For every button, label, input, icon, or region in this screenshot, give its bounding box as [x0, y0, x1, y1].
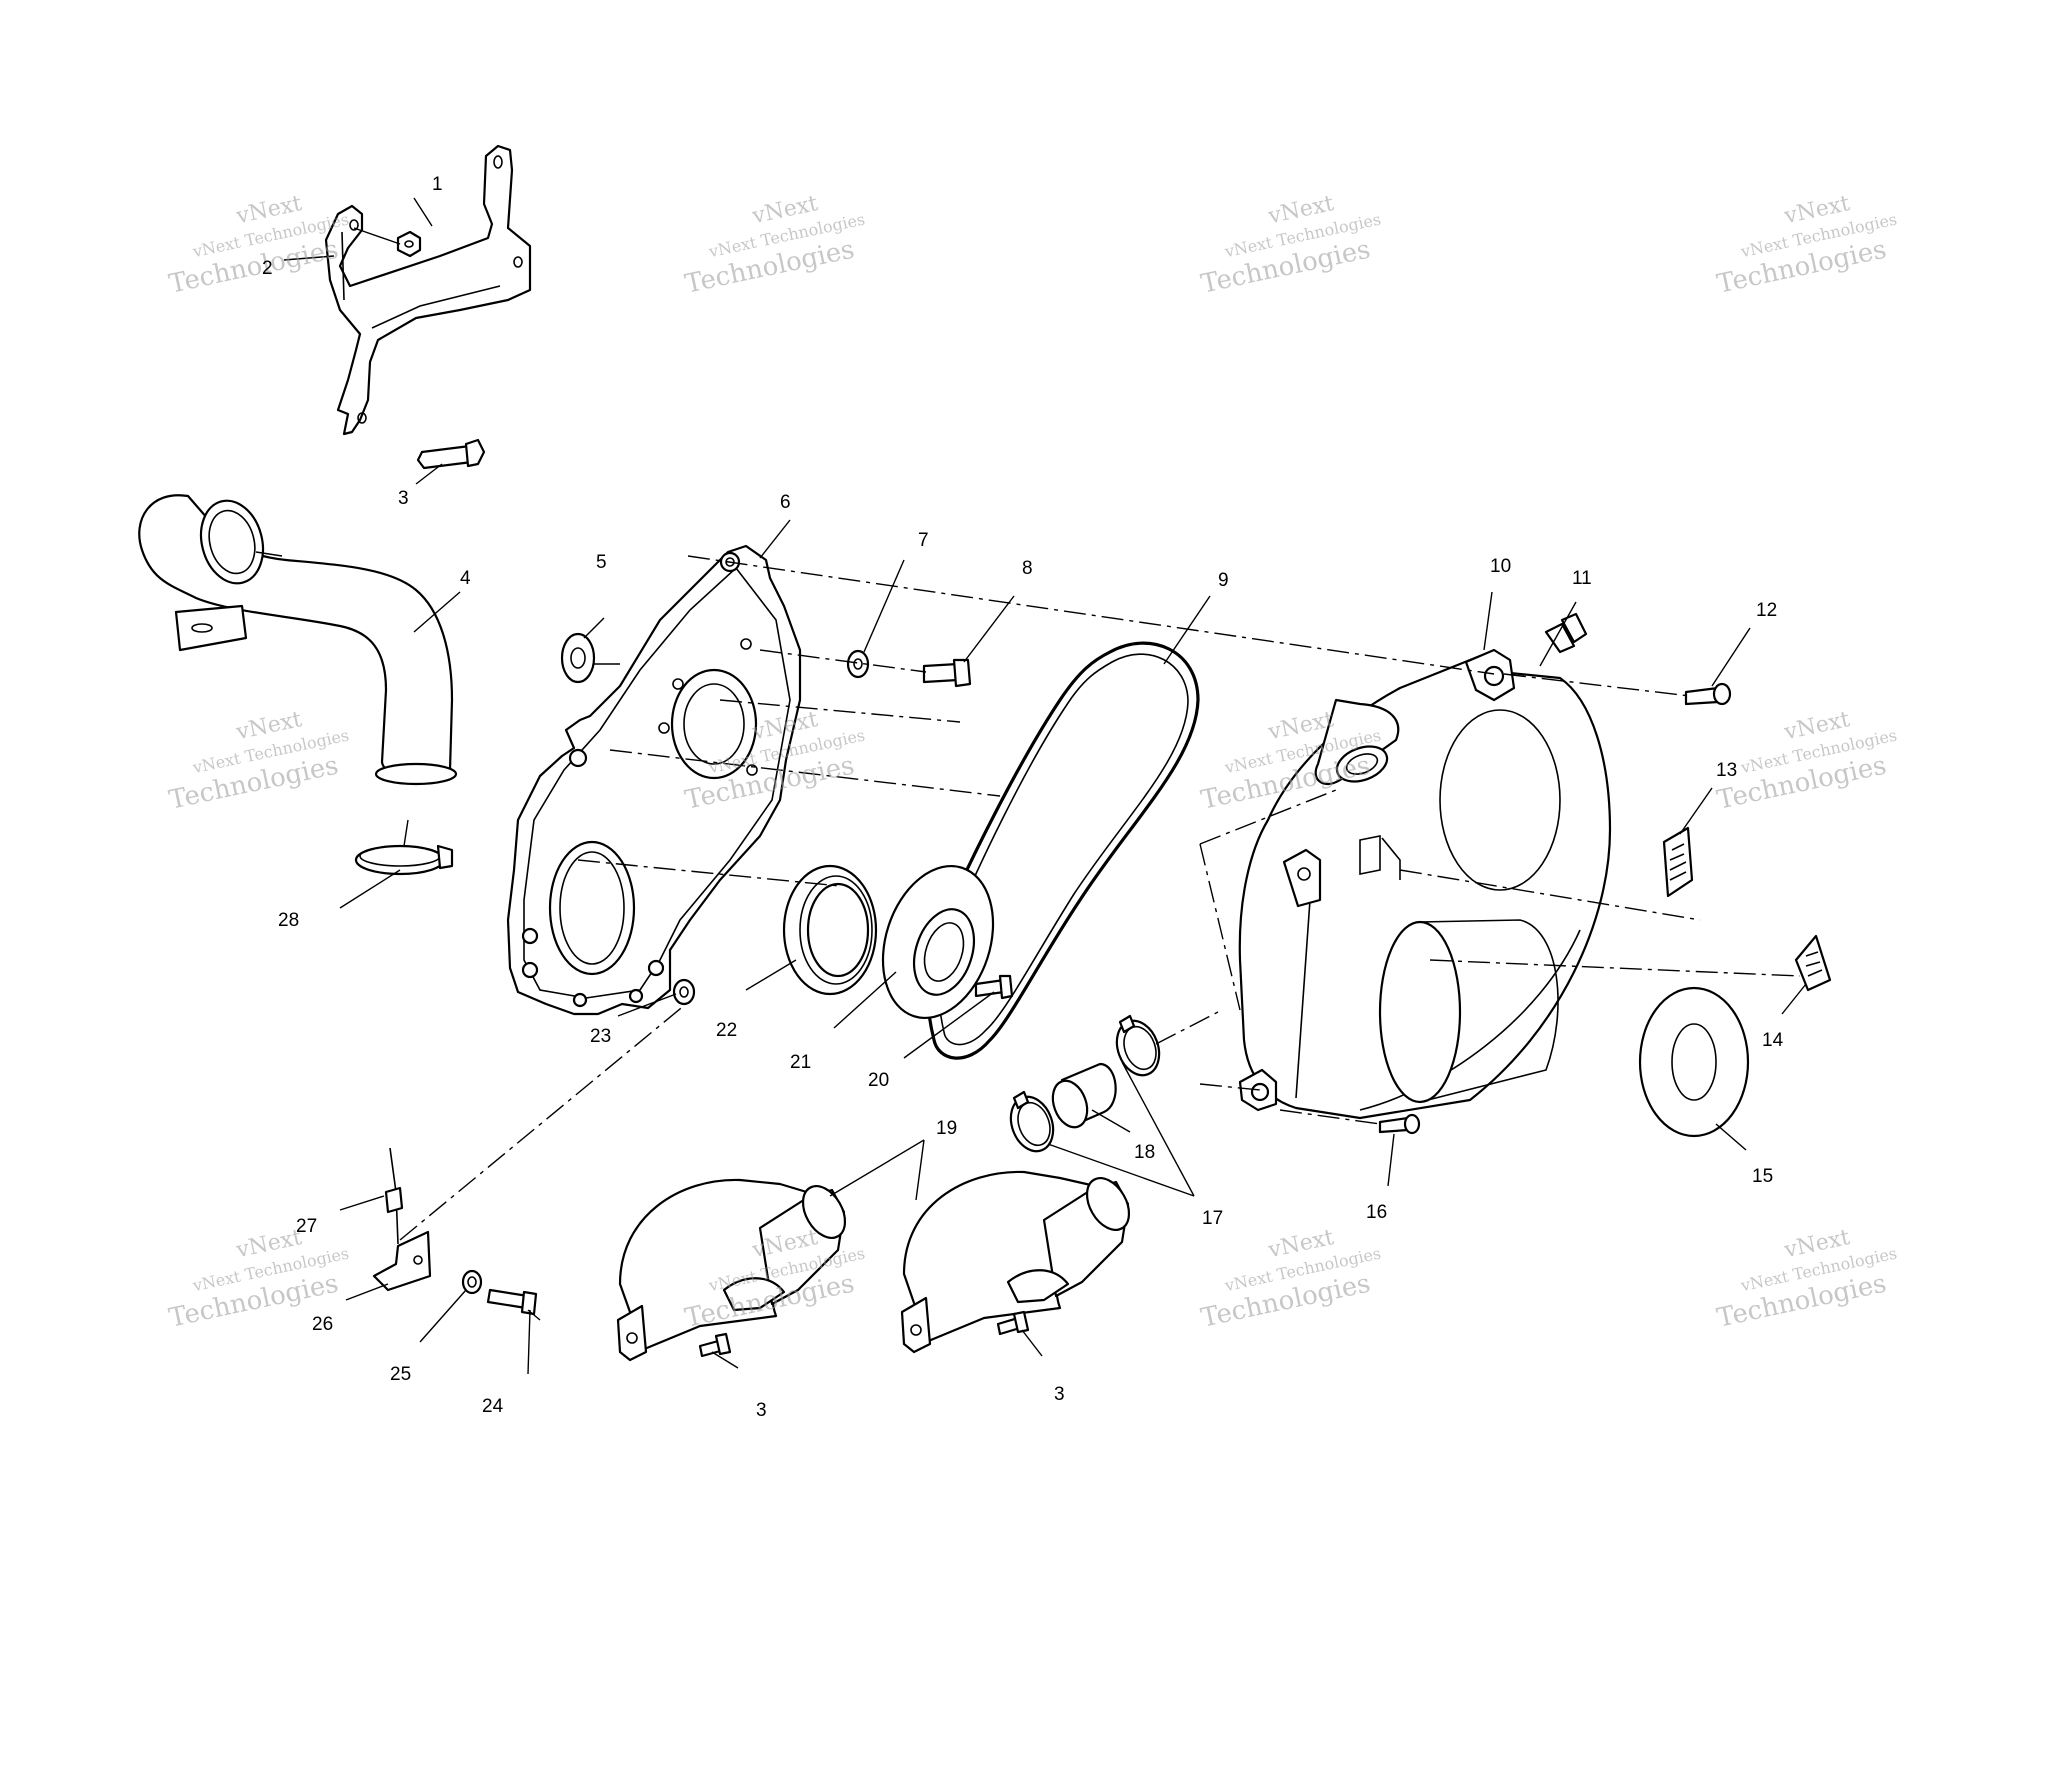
ring-seal-15: [1638, 986, 1750, 1138]
callout-22: 22: [716, 1020, 737, 1041]
callout-7: 7: [918, 530, 929, 551]
air-duct-right: [900, 1170, 1131, 1354]
decal-11: [1544, 612, 1588, 654]
bolt-bracket: [416, 438, 486, 470]
drive-belt: [925, 641, 1200, 1060]
washer-5: [560, 632, 596, 684]
callout-9: 9: [1218, 570, 1229, 591]
callout-27: 27: [296, 1216, 317, 1237]
mounting-bracket: [324, 144, 532, 436]
callout-6: 6: [780, 492, 791, 513]
callout-3: 3: [1054, 1384, 1065, 1405]
callout-1: 1: [432, 174, 443, 195]
callout-19: 19: [936, 1118, 957, 1139]
coupler-18: [1051, 1062, 1117, 1129]
callout-18: 18: [1134, 1142, 1155, 1163]
callout-13: 13: [1716, 760, 1737, 781]
seal-22: [782, 864, 878, 996]
seal-plate-21: [881, 864, 995, 1020]
callout-5: 5: [596, 552, 607, 573]
inner-cover: [506, 544, 802, 1016]
hose-clamp: [354, 844, 454, 876]
intake-duct: [138, 494, 458, 786]
bolt-8: [922, 658, 972, 688]
outer-cover: [1238, 648, 1612, 1120]
bracket-26: [372, 1230, 432, 1292]
callout-3: 3: [756, 1400, 767, 1421]
decal-13: [1662, 826, 1694, 898]
callout-26: 26: [312, 1314, 333, 1335]
air-duct-left: [616, 1178, 847, 1362]
nut: [396, 230, 422, 258]
callout-15: 15: [1752, 1166, 1773, 1187]
cable-tie-27: [384, 1147, 404, 1245]
washer-25: [461, 1269, 483, 1295]
callout-10: 10: [1490, 556, 1511, 577]
callout-20: 20: [868, 1070, 889, 1091]
bolt-lower-right: [996, 1310, 1030, 1336]
assembly-centerlines: [399, 555, 1801, 1241]
washer-23: [672, 978, 696, 1006]
callout-17: 17: [1202, 1208, 1223, 1229]
callout-21: 21: [790, 1052, 811, 1073]
callout-4: 4: [460, 568, 471, 589]
callout-2: 2: [262, 258, 273, 279]
decal-14: [1794, 934, 1832, 992]
callout-12: 12: [1756, 600, 1777, 621]
screw-12: [1684, 682, 1732, 706]
callout-23: 23: [590, 1026, 611, 1047]
callout-11: 11: [1572, 568, 1592, 589]
callout-14: 14: [1762, 1030, 1784, 1051]
callout-3: 3: [398, 488, 409, 509]
callout-24: 24: [482, 1396, 504, 1417]
screw-16: [1378, 1113, 1421, 1135]
bolt-20: [974, 974, 1014, 1000]
callout-25: 25: [390, 1364, 411, 1385]
leader-lines: [255, 197, 1807, 1375]
callout-16: 16: [1366, 1202, 1387, 1223]
bolt-24: [486, 1288, 538, 1316]
clamp-17: [1009, 1014, 1161, 1153]
washer-7: [846, 649, 870, 679]
callout-8: 8: [1022, 558, 1033, 579]
callout-28: 28: [278, 910, 299, 931]
callout-labels: 1 2 3 4 5 6 7 8 9 10 11 12 13 14 15 16 1…: [262, 174, 1784, 1421]
bolt-lower-left: [698, 1332, 732, 1358]
